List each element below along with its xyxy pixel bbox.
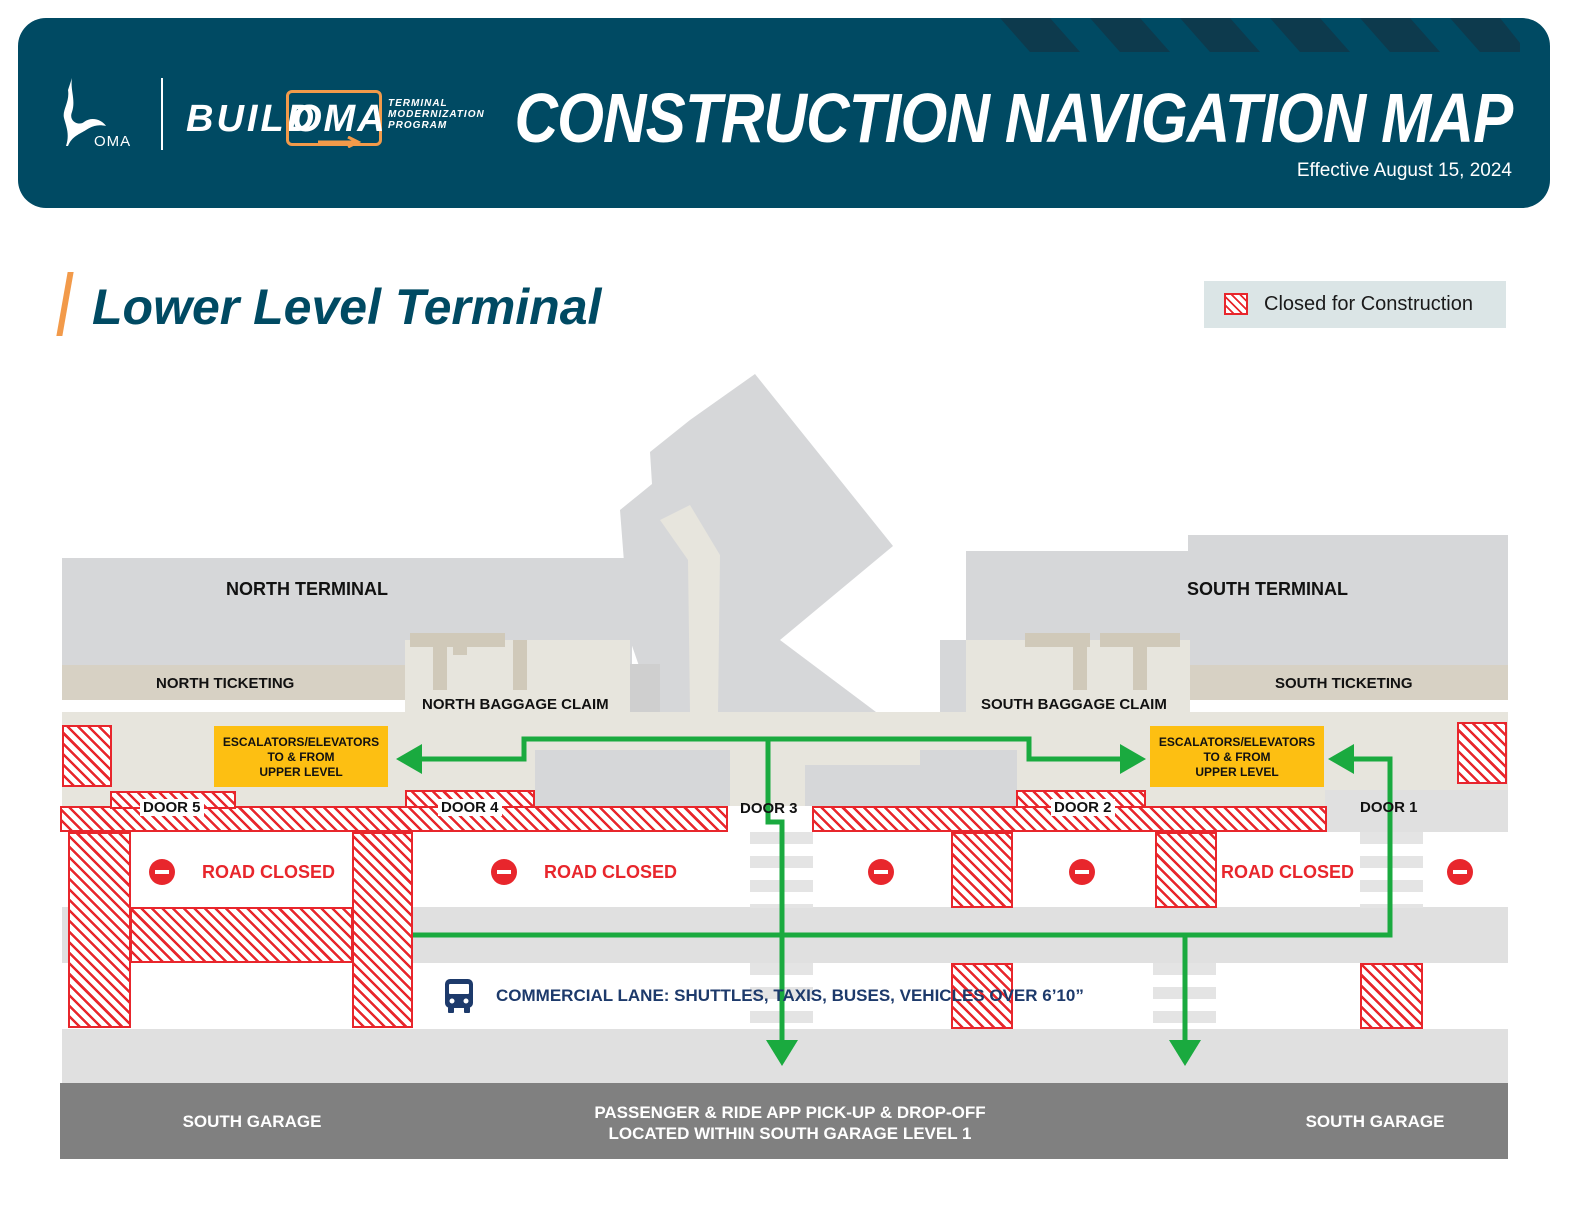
program-text: TERMINAL MODERNIZATION PROGRAM	[388, 98, 485, 131]
north-ticketing-band	[62, 665, 407, 700]
arrow-right-icon	[1120, 744, 1146, 774]
concourse-corridor	[660, 505, 720, 712]
legend-label: Closed for Construction	[1264, 293, 1473, 315]
no-entry-icon	[149, 859, 175, 885]
door-3-label: DOOR 3	[740, 800, 798, 817]
door-4-label: DOOR 4	[438, 799, 502, 816]
north-ticketing-label: NORTH TICKETING	[156, 675, 295, 692]
effective-date: Effective August 15, 2024	[1296, 160, 1512, 181]
closed-area	[951, 963, 1013, 1029]
legend: Closed for Construction	[1204, 281, 1506, 328]
no-entry-icon	[491, 859, 517, 885]
no-entry-icon	[868, 859, 894, 885]
south-ticketing-label: SOUTH TICKETING	[1275, 675, 1413, 692]
pickup-dropoff-label: PASSENGER & RIDE APP PICK-UP & DROP-OFF …	[594, 1103, 986, 1143]
arrow-left-icon	[1328, 744, 1354, 774]
door-5-label: DOOR 5	[140, 799, 204, 816]
oma-bird-logo-icon	[63, 78, 106, 146]
escalator-elevator-north: ESCALATORS/ELEVATORS TO & FROM UPPER LEV…	[214, 726, 388, 787]
concourse-building	[620, 374, 893, 712]
road-closed-label: ROAD CLOSED	[202, 862, 336, 882]
header-stripes-decoration	[1000, 18, 1520, 52]
road-closed-label: ROAD CLOSED	[1221, 862, 1355, 882]
logo-divider	[161, 78, 163, 150]
no-entry-icon	[1447, 859, 1473, 885]
closed-hatch-swatch-icon	[1224, 293, 1248, 315]
oma-box-word: OMA	[292, 98, 387, 140]
plane-arrow-icon	[318, 136, 362, 148]
south-garage-left-label: SOUTH GARAGE	[182, 1112, 322, 1131]
oma-box-frame	[286, 90, 382, 146]
bus-icon	[445, 979, 473, 1013]
closed-area	[1457, 722, 1507, 784]
closed-area	[62, 725, 112, 787]
page-title: CONSTRUCTION NAVIGATION MAP	[514, 79, 1513, 157]
door-2-label: DOOR 2	[1051, 799, 1115, 816]
south-terminal-label: SOUTH TERMINAL	[1187, 579, 1348, 599]
arrow-down-icon	[1169, 1040, 1201, 1066]
closed-area	[951, 832, 1013, 908]
closed-area	[68, 832, 131, 1028]
oma-logo-text: OMA	[94, 133, 132, 150]
south-ticketing-band	[1190, 665, 1508, 700]
arrow-down-icon	[766, 1040, 798, 1066]
south-garage-band	[60, 1083, 1508, 1159]
escalator-elevator-south: ESCALATORS/ELEVATORS TO & FROM UPPER LEV…	[1150, 726, 1324, 787]
door-1-label: DOOR 1	[1360, 799, 1418, 816]
south-baggage-claim-label: SOUTH BAGGAGE CLAIM	[981, 696, 1167, 713]
closed-area	[352, 832, 413, 1028]
closed-area	[1155, 832, 1217, 908]
header-banner: OMA BUILD OMA TERMINAL MODERNIZATION PRO…	[18, 18, 1550, 208]
commercial-lane-label: COMMERCIAL LANE: SHUTTLES, TAXIS, BUSES,…	[496, 986, 1084, 1005]
arrow-left-icon	[396, 744, 422, 774]
north-terminal-label: NORTH TERMINAL	[226, 579, 388, 599]
build-word: BUILD	[186, 98, 318, 140]
road-closed-label: ROAD CLOSED	[544, 862, 678, 882]
closed-area	[130, 907, 353, 963]
no-entry-icon	[1069, 859, 1095, 885]
south-garage-right-label: SOUTH GARAGE	[1305, 1112, 1445, 1131]
closed-area	[1360, 963, 1423, 1029]
section-title: Lower Level Terminal	[92, 279, 602, 335]
north-baggage-claim-label: NORTH BAGGAGE CLAIM	[422, 696, 609, 713]
